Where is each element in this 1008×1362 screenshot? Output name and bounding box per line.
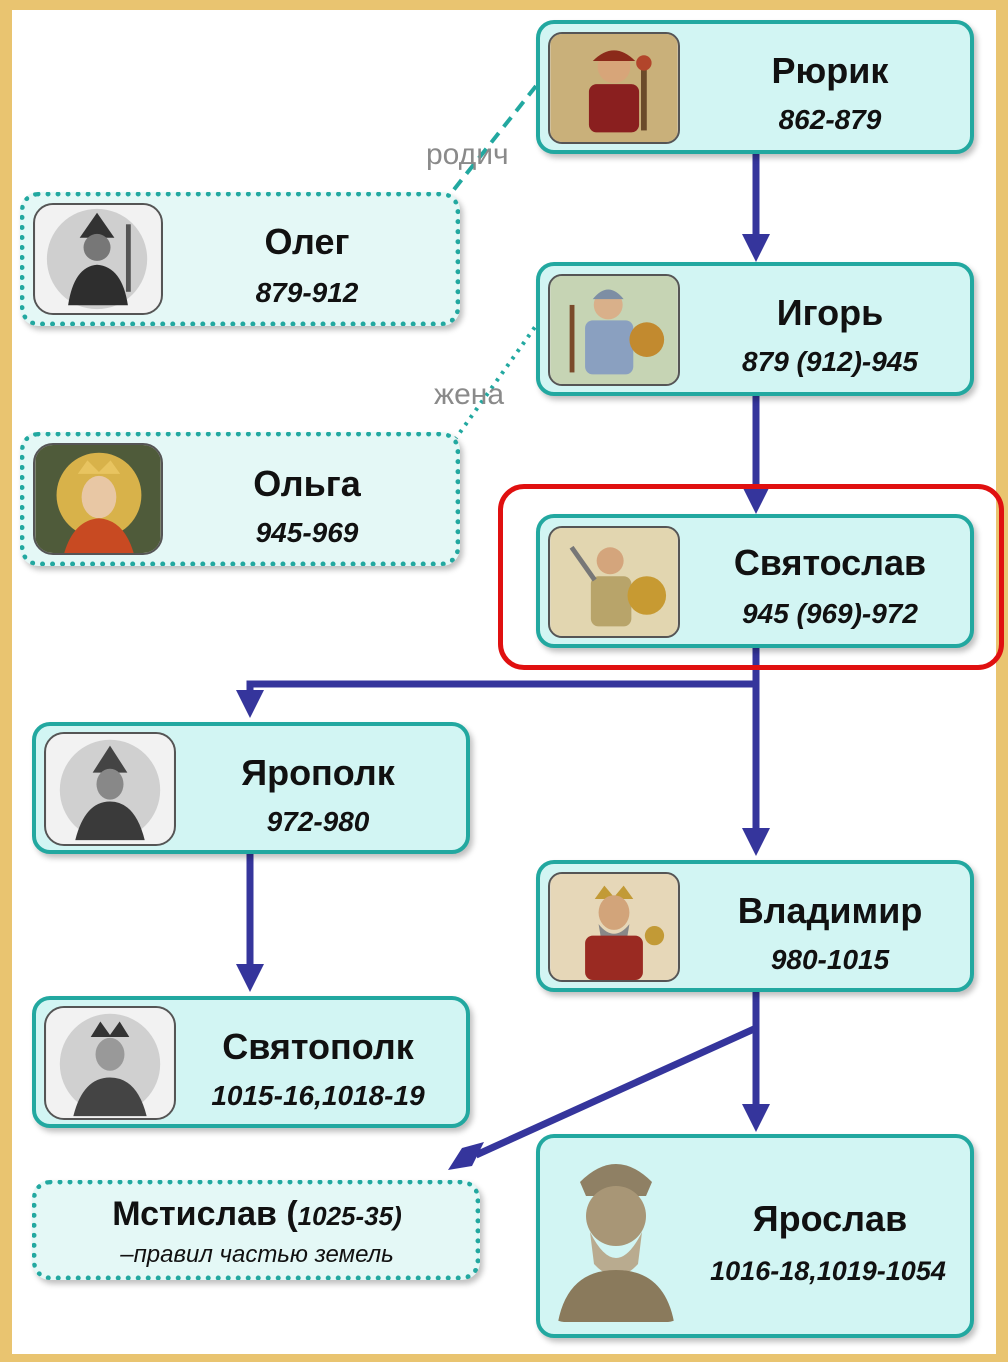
card-yaroslav[interactable]: Ярослав 1016-18,1019-1054 [536,1134,974,1338]
ruler-name: Игорь [776,292,884,333]
reign-years: 945-969 [255,517,359,548]
card-olga[interactable]: Ольга 945-969 [20,432,460,566]
ruler-name: Олег [264,221,350,262]
ruler-name: Ольга [253,463,361,504]
card-svyatopolk[interactable]: Святополк 1015-16,1018-19 [32,996,470,1128]
relative-label: родич [426,138,509,171]
ruler-name-line: Мстислав (1025-35) [37,1195,477,1234]
reign-years: 879-912 [255,277,359,308]
card-mstislav[interactable]: Мстислав (1025-35) –правил частью земель [32,1180,480,1280]
card-rurik[interactable]: Рюрик 862-879 [536,20,974,154]
card-igor[interactable]: Игорь 879 (912)-945 [536,262,974,396]
wife-label: жена [434,378,505,411]
reign-years: 862-879 [778,104,882,135]
reign-years: 1015-16,1018-19 [211,1080,425,1111]
highlight-frame [498,484,1004,670]
card-oleg[interactable]: Олег 879-912 [20,192,460,326]
card-vladimir[interactable]: Владимир 980-1015 [536,860,974,992]
ruler-name: Ярослав [752,1198,908,1239]
ruler-name: Мстислав ( [112,1195,298,1233]
arrowhead-vladimir [742,828,770,856]
arrow-vladimir-mstislav [474,1024,758,1159]
reign-years: 980-1015 [770,944,890,975]
bearded-elder-bust-icon [550,1152,682,1322]
card-yaropolk[interactable]: Ярополк 972-980 [32,722,470,854]
wife-dotted-link [454,318,542,440]
rule-note: –правил частью земель [120,1241,394,1268]
card-svyatoslav[interactable]: Святослав 945 (969)-972 [536,514,974,648]
arrowhead-yaropolk [236,690,264,718]
helmeted-prince-portrait-icon [44,732,176,846]
arrowhead-svyatopolk [236,964,264,992]
reign-years: 879 (912)-945 [742,346,918,377]
reign-years: 972-980 [266,806,370,837]
ruler-name: Святослав [733,542,927,583]
arrowhead-mstislav [448,1142,484,1170]
ruler-name: Святополк [222,1026,414,1067]
crowned-prince-portrait-icon [44,1006,176,1120]
sword-shield-prince-portrait-icon [548,526,680,638]
ruler-name: Ярополк [241,752,395,793]
crowned-princess-icon-portrait [33,443,163,555]
ruler-name: Рюрик [771,50,889,91]
crowned-prince-portrait-icon [548,872,680,982]
helmeted-prince-portrait-icon [33,203,163,315]
relative-dashed-link [450,84,538,194]
armored-prince-portrait-icon [548,274,680,386]
arrowhead-yaroslav [742,1104,770,1132]
reign-years: 1016-18,1019-1054 [710,1256,946,1286]
ruler-name: Владимир [737,890,923,931]
reign-years: 945 (969)-972 [742,598,918,629]
arrow-svyatoslav-yaropolk [246,680,756,700]
warrior-portrait-icon [548,32,680,144]
arrowhead-svyatoslav [742,486,770,514]
arrowhead-igor [742,234,770,262]
reign-years: 1025-35) [297,1201,402,1231]
